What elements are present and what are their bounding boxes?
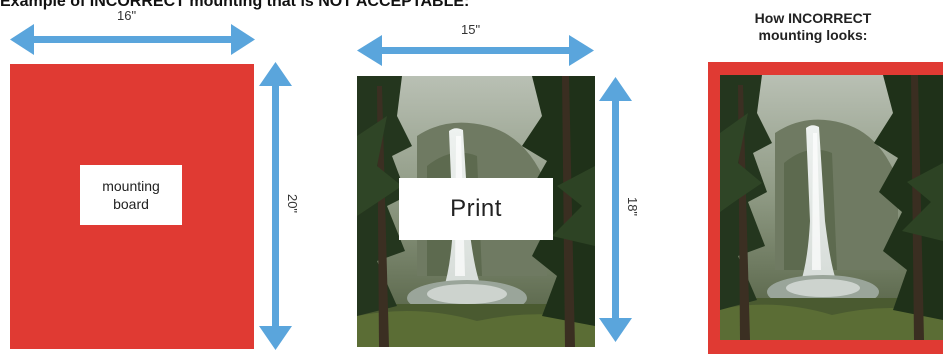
board-label-line2: board	[113, 196, 149, 212]
print-width-label: 15"	[461, 22, 481, 37]
mounting-board-label: mounting board	[80, 165, 182, 225]
board-width-arrow-left-head	[10, 24, 34, 55]
board-height-label: 20"	[285, 193, 301, 214]
result-heading: How INCORRECT mounting looks:	[738, 10, 888, 44]
board-width-label: 16"	[117, 8, 137, 23]
print-height-label: 18"	[625, 196, 641, 217]
print-width-arrow-shaft	[378, 47, 573, 54]
board-width-arrow-shaft	[30, 36, 240, 43]
result-heading-line2: mounting looks:	[758, 27, 868, 43]
print-label: Print	[399, 178, 553, 240]
board-label-line1: mounting	[102, 178, 160, 194]
board-height-arrow-bottom-head	[259, 326, 292, 350]
print-height-arrow-top-head	[599, 77, 632, 101]
board-height-arrow-top-head	[259, 62, 292, 86]
waterfall-result-image	[720, 75, 943, 340]
result-photo	[720, 75, 943, 340]
board-height-arrow-shaft	[272, 80, 279, 332]
print-height-arrow-shaft	[612, 96, 619, 322]
print-height-arrow-bottom-head	[599, 318, 632, 342]
diagram-heading: Example of INCORRECT mounting that is NO…	[0, 0, 470, 10]
print-width-arrow-left-head	[357, 35, 382, 66]
print-width-arrow-right-head	[569, 35, 594, 66]
result-heading-line1: How INCORRECT	[754, 10, 872, 26]
board-width-arrow-right-head	[231, 24, 255, 55]
